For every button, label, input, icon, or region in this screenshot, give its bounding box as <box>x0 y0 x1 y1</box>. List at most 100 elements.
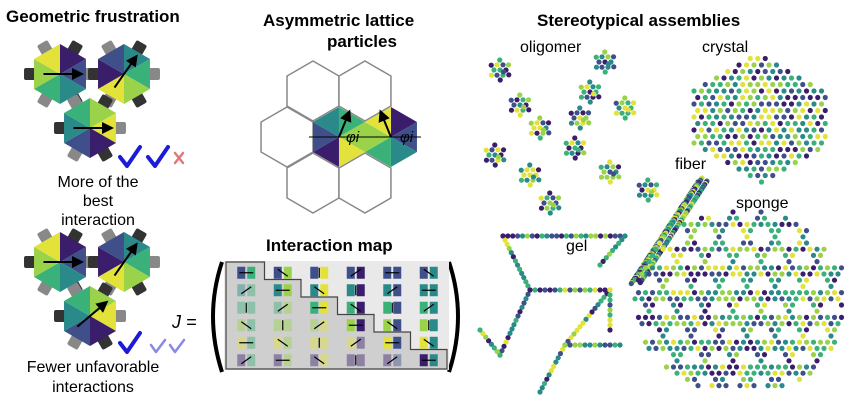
particle-dot <box>681 321 686 326</box>
particle-dot <box>758 247 763 252</box>
particle-dot <box>646 321 651 326</box>
particle-dot <box>755 173 760 178</box>
particle-dot <box>725 121 730 126</box>
particle-dot <box>751 247 756 252</box>
particle-dot <box>832 315 837 320</box>
particle-dot <box>667 296 672 301</box>
particle-dot <box>685 364 690 369</box>
oligomer-cluster <box>529 115 552 140</box>
particle-dot <box>654 182 659 187</box>
particle-dot <box>804 88 809 93</box>
particle-dot <box>604 164 609 169</box>
particle-dot <box>557 287 562 292</box>
particle-dot <box>766 101 771 106</box>
cell-left-half <box>310 284 318 296</box>
oligomer-cluster <box>569 105 592 130</box>
particle-dot <box>763 173 768 178</box>
particle-dot <box>562 342 567 347</box>
particle-dot <box>800 121 805 126</box>
frustration-particle <box>24 40 96 108</box>
particle-dot <box>518 112 523 117</box>
particle-dot <box>674 259 679 264</box>
particle-dot <box>740 121 745 126</box>
particle-dot <box>804 340 809 345</box>
particle-dot <box>797 265 802 270</box>
particle-dot <box>588 233 593 238</box>
particle-dot <box>657 240 662 245</box>
particle-dot <box>804 153 809 158</box>
particle-dot <box>744 88 749 93</box>
particle-dot <box>828 321 833 326</box>
particle-dot <box>720 364 725 369</box>
particle-dot <box>532 287 537 292</box>
particle-dot <box>528 182 533 187</box>
particle-dot <box>744 114 749 119</box>
particle-dot <box>723 247 728 252</box>
particle-dot <box>741 364 746 369</box>
particle-dot <box>818 290 823 295</box>
particle-dot <box>575 140 580 145</box>
particle-dot <box>790 364 795 369</box>
particle-dot <box>586 120 591 125</box>
particle-dot <box>825 340 830 345</box>
particle-dot <box>530 233 535 238</box>
particle-dot <box>725 69 730 74</box>
particle-dot <box>608 179 613 184</box>
cell-left-half <box>310 319 318 331</box>
matrix-cell <box>310 337 328 349</box>
particle-dot <box>539 206 544 211</box>
particle-dot <box>664 240 669 245</box>
particle-dot <box>706 364 711 369</box>
particle-dot <box>730 259 735 264</box>
particle-dot <box>718 108 723 113</box>
particle-dot <box>786 271 791 276</box>
particle-dot <box>529 121 534 126</box>
particle-dot <box>539 196 544 201</box>
particle-dot <box>755 160 760 165</box>
particle-dot <box>691 140 696 145</box>
particle-dot <box>785 147 790 152</box>
particle-dot <box>793 108 798 113</box>
particle-dot <box>599 54 604 59</box>
particle-dot <box>755 290 760 295</box>
particle-dot <box>781 114 786 119</box>
particle-dot <box>671 352 676 357</box>
particle-dot <box>706 253 711 258</box>
particle-dot <box>678 364 683 369</box>
particle-dot <box>741 315 746 320</box>
particle-dot <box>758 271 763 276</box>
particle-dot <box>671 253 676 258</box>
frustration-particle <box>24 228 96 296</box>
particle-dot <box>741 340 746 345</box>
particle-dot <box>674 247 679 252</box>
particle-dot <box>699 290 704 295</box>
particle-dot <box>601 169 606 174</box>
particle-dot <box>716 371 721 376</box>
particle-dot <box>541 200 546 205</box>
particle-dot <box>825 290 830 295</box>
particle-dot <box>740 69 745 74</box>
particle-dot <box>740 82 745 87</box>
particle-dot <box>737 371 742 376</box>
particle-dot <box>770 95 775 100</box>
particle-dot <box>674 346 679 351</box>
particle-dot <box>770 82 775 87</box>
particle-dot <box>748 315 753 320</box>
particle-dot <box>611 64 616 69</box>
particle-dot <box>730 321 735 326</box>
particle-dot <box>681 222 686 227</box>
particle-dot <box>793 271 798 276</box>
particle-dot <box>725 108 730 113</box>
particle-dot <box>678 265 683 270</box>
particle-dot <box>625 100 630 105</box>
particle-dot <box>716 284 721 289</box>
particle-dot <box>584 95 589 100</box>
particle-dot <box>713 278 718 283</box>
particle-dot <box>770 173 775 178</box>
particle-dot <box>839 315 844 320</box>
particle-dot <box>556 195 561 200</box>
particle-dot <box>797 340 802 345</box>
particle-dot <box>699 140 704 145</box>
particle-dot <box>519 178 524 183</box>
particle-dot <box>709 271 714 276</box>
